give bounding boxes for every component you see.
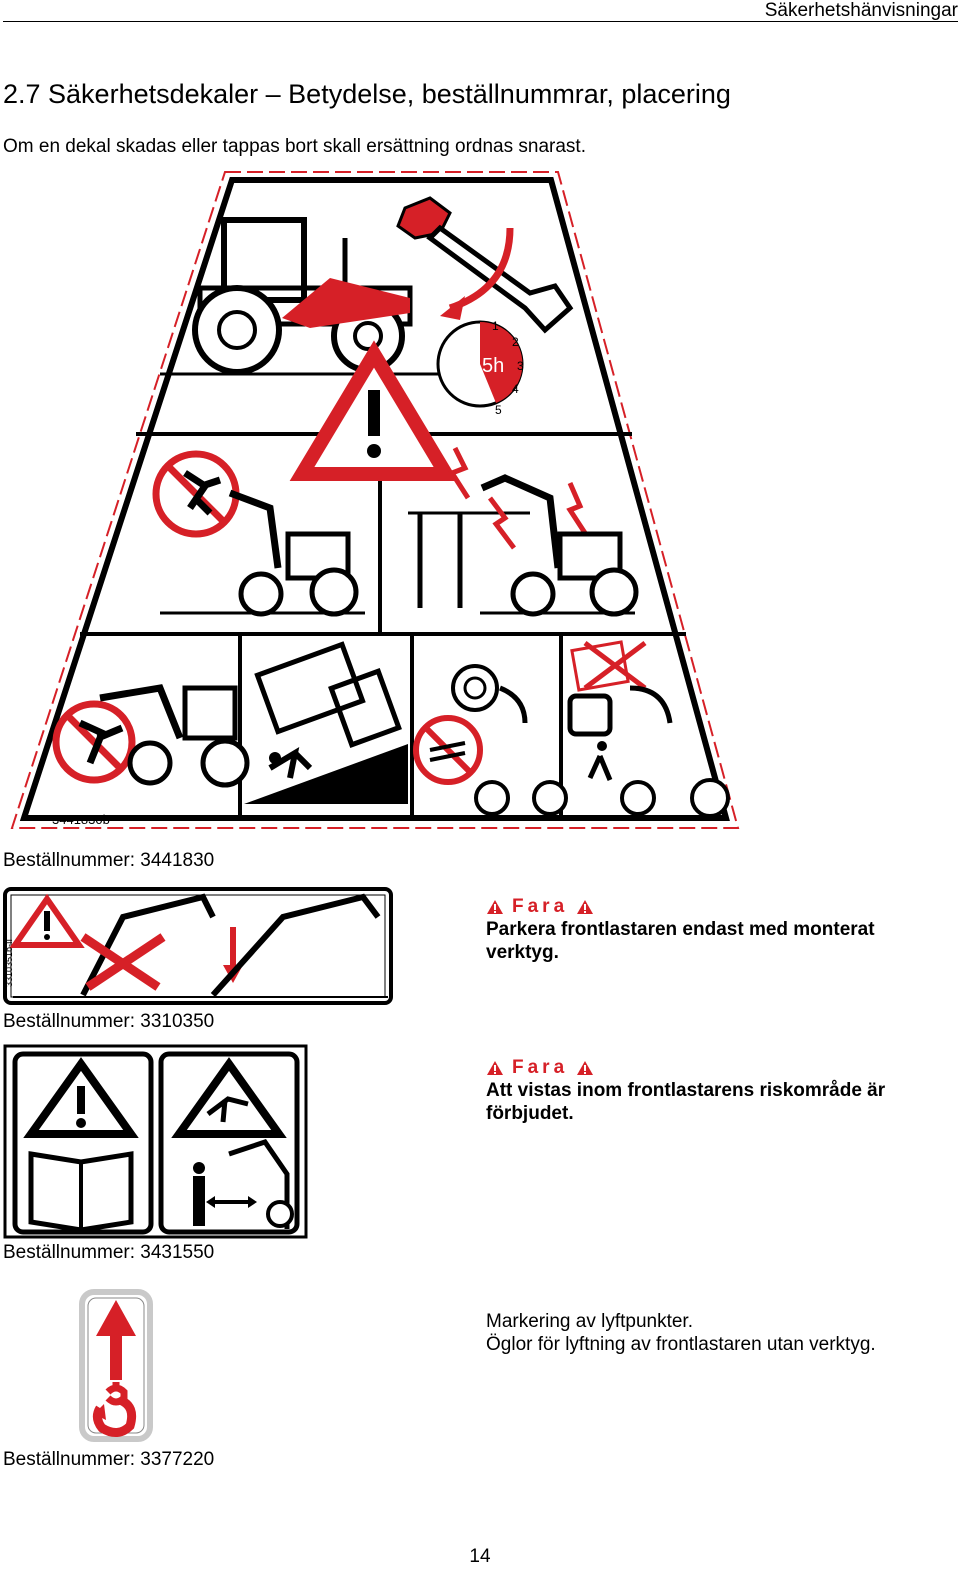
no-bale-fork-icon <box>413 664 568 816</box>
decal-code-label: 3441830b <box>52 812 110 827</box>
lifting-point-text-block: Markering av lyftpunkter. Öglor för lyft… <box>486 1310 956 1356</box>
no-person-under-boom-icon <box>52 684 250 788</box>
svg-text:5: 5 <box>495 403 502 417</box>
central-warning-triangle-icon <box>289 340 459 481</box>
warning-triangle-icon <box>577 900 594 914</box>
decal-code-label-2: 3310351b-II <box>4 939 14 987</box>
intro-text: Om en dekal skadas eller tappas bort ska… <box>3 136 586 157</box>
risk-area-text-block: Fara Att vistas inom frontlastarens risk… <box>486 1057 926 1125</box>
warning-triangle-icon <box>487 1061 503 1075</box>
power-line-hazard-icon <box>408 446 639 617</box>
order-number-3310350: Beställnummer: 3310350 <box>3 1011 215 1032</box>
lifting-point-line-2: Öglor för lyftning av frontlastaren utan… <box>486 1334 876 1355</box>
warning-triangle-icon <box>577 1061 594 1075</box>
page-number: 14 <box>469 1546 491 1567</box>
no-person-near-loader-icon <box>152 450 365 617</box>
park-loader-decal: 3310351b-II <box>3 887 393 1005</box>
svg-text:3: 3 <box>517 359 524 373</box>
order-number-3431550: Beställnummer: 3431550 <box>3 1242 215 1263</box>
danger-word: Fara <box>512 896 569 917</box>
order-number-3441830: Beställnummer: 3441830 <box>3 850 215 871</box>
lifting-point-decal <box>78 1288 154 1443</box>
danger-heading: Fara <box>486 896 926 918</box>
tractor-icon <box>160 217 450 376</box>
header-rule <box>3 21 958 22</box>
section-title: 2.7 Säkerhetsdekaler – Betydelse, bestäl… <box>3 79 731 109</box>
order-number-3377220: Beställnummer: 3377220 <box>3 1449 215 1470</box>
main-safety-decal: 5h 1 2 3 4 5 <box>10 168 740 840</box>
svg-text:1: 1 <box>492 319 499 333</box>
danger-heading: Fara <box>486 1057 926 1079</box>
decal-description: Att vistas inom frontlastarens riskområd… <box>486 1080 886 1124</box>
timer-icon: 5h 1 2 3 4 5 <box>436 319 524 417</box>
risk-area-decal <box>3 1044 308 1239</box>
lifting-point-line-1: Markering av lyftpunkter. <box>486 1311 693 1332</box>
park-loader-text-block: Fara Parkera frontlastaren endast med mo… <box>486 896 926 964</box>
svg-text:4: 4 <box>512 382 519 396</box>
running-header: Säkerhetshänvisningar <box>764 0 958 21</box>
falling-load-icon <box>567 640 730 818</box>
decal-description: Parkera frontlastaren endast med montera… <box>486 919 875 963</box>
timer-label: 5h <box>482 355 504 377</box>
svg-text:2: 2 <box>512 335 519 349</box>
tipping-tractor-icon <box>244 641 408 804</box>
danger-word: Fara <box>512 1057 569 1078</box>
wrench-icon <box>396 196 574 334</box>
warning-triangle-icon <box>487 900 503 914</box>
